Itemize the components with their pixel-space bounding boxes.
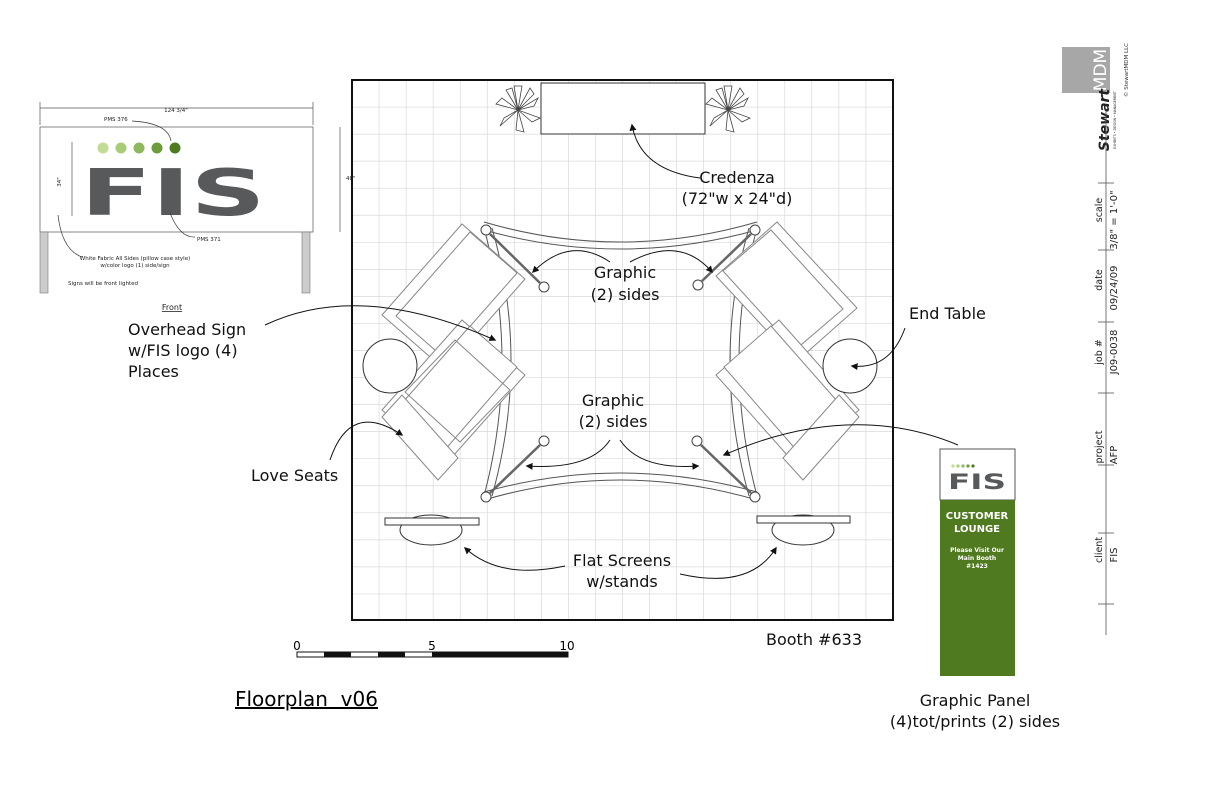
panel-heading-1: CUSTOMER	[946, 511, 1009, 522]
overhead-sign-places: Places	[128, 362, 179, 381]
scale-tick-0: 0	[293, 639, 301, 653]
plant-icon	[705, 85, 752, 133]
brand-name: Stewart	[1097, 88, 1113, 152]
field-scale-label: scale	[1094, 198, 1105, 223]
field-date-value: 09/24/09	[1109, 266, 1120, 311]
graphic-label-mid: Graphic	[582, 391, 644, 410]
graphic-label-top: Graphic	[594, 263, 656, 282]
field-project-label: project	[1094, 430, 1105, 463]
graphic-panels	[489, 233, 752, 494]
field-date-label: date	[1094, 269, 1105, 291]
title-block: MDM Stewart EXHIBITS • DESIGN • MANAGEME…	[1062, 43, 1130, 635]
copyright-text: © StewartMDM LLC	[1123, 43, 1130, 97]
panel-body-1: Please Visit Our	[950, 547, 1004, 554]
panel-heading-2: LOUNGE	[954, 524, 1000, 535]
flat-screen-right	[756, 514, 851, 546]
sign-left-dim: 34"	[57, 177, 63, 187]
flat-screens-label: Flat Screens	[573, 551, 671, 570]
sign-logo: FIS	[81, 157, 266, 231]
flat-screen-left	[384, 514, 480, 546]
pms-bottom-label: PMS 371	[197, 237, 221, 243]
sign-note-fabric: White Fabric All Sides (pillow case styl…	[80, 256, 190, 262]
credenza-label: Credenza	[699, 168, 775, 187]
field-client-value: FIS	[1109, 547, 1120, 562]
pms-top-label: PMS 376	[104, 117, 128, 123]
panel-body-2: Main Booth	[958, 555, 996, 562]
field-project-value: AFP	[1109, 446, 1120, 465]
credenza	[540, 82, 706, 135]
love-seats-label: Love Seats	[251, 466, 338, 485]
overhead-sign-logo: w/FIS logo (4)	[128, 341, 238, 360]
sign-detail: 124 3/4" 34" 48" FIS PMS 376 PMS 371 Whi…	[39, 102, 356, 312]
graphic-posts	[480, 224, 761, 503]
overhead-sign-label: Overhead Sign	[128, 320, 246, 339]
booth-number: Booth #633	[766, 630, 862, 649]
graphic-panel: FIS CUSTOMER LOUNGE Please Visit Our Mai…	[939, 448, 1016, 676]
scale-tick-10: 10	[559, 639, 574, 653]
love-seat-left	[381, 223, 526, 481]
field-job-value: J09-0038	[1109, 330, 1120, 376]
end-table-label: End Table	[909, 304, 986, 323]
sign-note-logo: w/color logo (1) side/sign	[100, 263, 170, 269]
graphic-sides-mid: (2) sides	[579, 412, 648, 431]
brand-box	[1062, 47, 1110, 93]
panel-body-3: #1423	[966, 563, 988, 570]
sign-front-label: Front	[162, 303, 182, 312]
graphic-panel-label: Graphic Panel	[920, 691, 1031, 710]
field-job-label: job #	[1094, 339, 1105, 366]
flat-screens-stands: w/stands	[586, 572, 658, 591]
graphic-sides-top: (2) sides	[591, 285, 660, 304]
brand-tagline: EXHIBITS • DESIGN • MANAGEMENT	[1113, 91, 1117, 149]
brand-box-text: MDM	[1091, 49, 1111, 91]
scale-bar: 0 5 10	[293, 639, 575, 658]
love-seat-right	[715, 221, 860, 481]
field-client-label: client	[1094, 537, 1105, 563]
plant-icon	[495, 85, 542, 133]
sign-right-dim: 48"	[346, 176, 356, 182]
sign-note-lighting: Signs will be front lighted	[68, 281, 138, 287]
panel-logo: FIS	[948, 470, 1006, 494]
graphic-panel-prints: (4)tot/prints (2) sides	[890, 712, 1060, 731]
end-table-left	[362, 338, 418, 394]
field-scale-value: 3/8" = 1'-0"	[1109, 190, 1120, 249]
page-title: Floorplan v06	[235, 687, 378, 711]
sign-width-dim: 124 3/4"	[164, 108, 188, 114]
callout-arrows	[264, 123, 959, 579]
end-table-right	[822, 338, 878, 394]
credenza-size: (72"w x 24"d)	[682, 189, 793, 208]
scale-tick-5: 5	[428, 639, 436, 653]
